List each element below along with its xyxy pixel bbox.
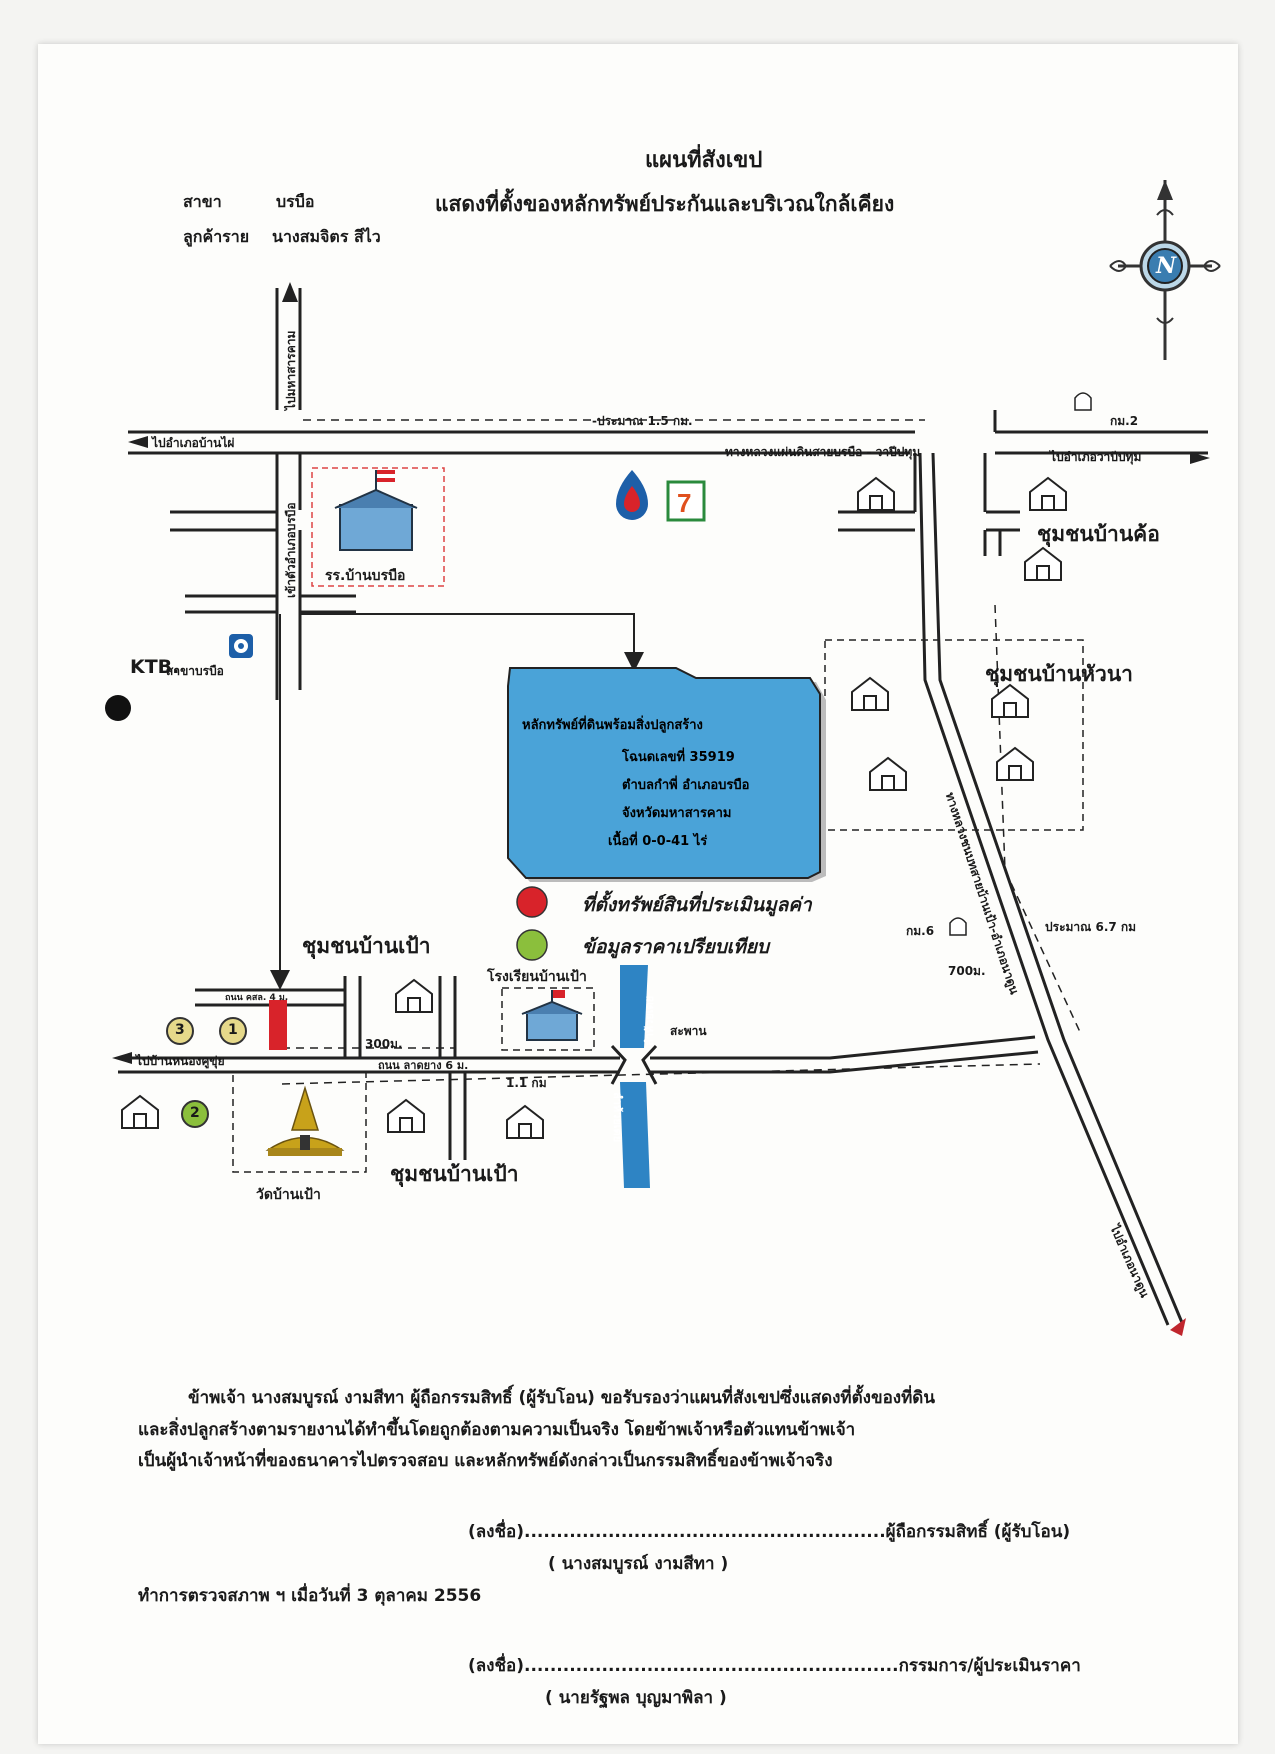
road-label-laterite: ถนน ลาดยาง 6 ม. bbox=[378, 1059, 469, 1072]
subject-location-marker bbox=[269, 1000, 287, 1050]
property-line-5: เนื้อที่ 0-0-41 ไร่ bbox=[608, 834, 708, 849]
house-icons bbox=[121, 476, 1067, 1139]
customer-value: นางสมจิตร สีไว bbox=[272, 227, 381, 246]
school-icon bbox=[334, 470, 418, 551]
statement-line-2: และสิ่งปลูกสร้างตามรายงานได้ทำขึ้นโดยถูก… bbox=[138, 1420, 856, 1440]
canal-label-bottom: ลำห้วยเตย bbox=[611, 1092, 624, 1143]
compass-north-icon bbox=[1109, 180, 1221, 360]
map-title: แผนที่สังเขป bbox=[645, 148, 763, 173]
legend-subject-dot bbox=[516, 886, 548, 918]
subject-property-parcel bbox=[507, 667, 826, 882]
road-label-300m: 300ม. bbox=[365, 1037, 403, 1051]
property-line-1: หลักทรัพย์ที่ดินพร้อมสิ่งปลูกสร้าง bbox=[522, 718, 703, 733]
road-label-borabue-district: เข้าตัวอำเภอบรบือ bbox=[284, 502, 298, 598]
community-pao-bottom-label: ชุมชนบ้านเป้า bbox=[390, 1162, 519, 1186]
bank-icon bbox=[229, 634, 253, 658]
road-label-approx-1-5: -ประมาณ 1.5 กม. bbox=[592, 414, 693, 428]
document-sheet bbox=[38, 44, 1238, 1744]
road-label-maha: ไปมหาสารคาม bbox=[284, 330, 298, 410]
gas-station-icon bbox=[616, 470, 648, 520]
highway-main bbox=[128, 430, 1208, 455]
road-label-wapi: ไปอำเภอวาปีปทุม bbox=[1050, 450, 1142, 464]
legend-comparable-dot bbox=[516, 929, 548, 961]
legend-comparable-label: ข้อมูลราคาเปรียบเทียบ bbox=[582, 936, 769, 958]
convenience-store-icon: 7 bbox=[666, 480, 706, 522]
canal-label-top: ลำห้วยเตย bbox=[643, 995, 656, 1046]
temple-icon bbox=[265, 1085, 345, 1156]
road-label-nong-khu: ไปบ้านหนองคูขุ่ย bbox=[136, 1054, 225, 1068]
road-label-km6: กม.6 bbox=[906, 924, 935, 938]
property-line-2: โฉนดเลขที่ 35919 bbox=[622, 750, 735, 765]
statement-line-3: เป็นผู้นำเจ้าหน้าที่ของธนาคารไปตรวจสอบ แ… bbox=[138, 1451, 833, 1471]
km-post-icon bbox=[949, 392, 1092, 936]
school-icon bbox=[521, 990, 583, 1041]
comparable-marker-1: 1 bbox=[228, 1022, 238, 1038]
school-borabue-label: รร.บ้านบรบือ bbox=[325, 568, 406, 584]
road-label-highway: ทางหลวงแผ่นดินสายบรบือ - วาปีปทุม bbox=[725, 445, 921, 459]
ktb-branch-label: สาขาบรบือ bbox=[166, 664, 224, 678]
owner-signature-line: (ลงชื่อ)................................… bbox=[468, 1522, 1071, 1542]
community-pao-top-label: ชุมชนบ้านเป้า bbox=[302, 934, 431, 958]
legend-subject-label: ที่ตั้งทรัพย์สินที่ประเมินมูลค่า bbox=[582, 894, 812, 916]
map-subtitle: แสดงที่ตั้งของหลักทรัพย์ประกันและบริเวณใ… bbox=[435, 192, 895, 216]
road-label-km2: กม.2 bbox=[1110, 414, 1139, 428]
appraiser-name: ( นายรัฐพล บุญมาพิลา ) bbox=[545, 1688, 727, 1708]
road-label-700m: 700ม. bbox=[948, 964, 986, 978]
branch-label: สาขา bbox=[183, 192, 222, 211]
comparable-markers bbox=[166, 1017, 247, 1128]
owner-name: ( นางสมบูรณ์ งามสีทา ) bbox=[548, 1554, 729, 1574]
inspection-date: ทำการตรวจสภาพ ฯ เมื่อวันที่ 3 ตุลาคม 255… bbox=[138, 1586, 482, 1606]
compass-letter: N bbox=[1156, 253, 1177, 279]
comparable-marker-3: 3 bbox=[175, 1022, 185, 1038]
comparable-marker-2: 2 bbox=[190, 1105, 200, 1121]
temple-pao-label: วัดบ้านเป้า bbox=[256, 1187, 321, 1203]
road-label-1-1km: 1.1 กม bbox=[506, 1076, 547, 1090]
school-pao-label: โรงเรียนบ้านเป้า bbox=[487, 969, 587, 985]
property-line-4: จังหวัดมหาสารคาม bbox=[622, 806, 732, 821]
statement-line-1: ข้าพเจ้า นางสมบูรณ์ งามสีทา ผู้ถือกรรมสิ… bbox=[188, 1388, 935, 1408]
community-huana-label: ชุมชนบ้านหัวนา bbox=[985, 662, 1133, 686]
road-label-ban-mai: ไปอำเภอบ้านไผ่ bbox=[152, 436, 235, 450]
ktb-label: KTB. bbox=[130, 656, 180, 678]
bridge-label: สะพาน bbox=[670, 1024, 707, 1038]
road-label-lane: ถนน คสล. 4 ม. bbox=[225, 993, 289, 1003]
road-label-approx-6-7: ประมาณ 6.7 กม bbox=[1045, 920, 1137, 934]
punch-hole bbox=[105, 695, 131, 721]
branch-value: บรบือ bbox=[276, 192, 315, 211]
community-kho-label: ชุมชนบ้านค้อ bbox=[1037, 522, 1160, 546]
appraiser-signature-line: (ลงชื่อ)................................… bbox=[468, 1656, 1081, 1676]
customer-label: ลูกค้าราย bbox=[183, 227, 250, 246]
canal bbox=[610, 965, 658, 1188]
property-line-3: ตำบลกำพี่ อำเภอบรบือ bbox=[622, 778, 750, 793]
svg-text:7: 7 bbox=[677, 488, 691, 518]
